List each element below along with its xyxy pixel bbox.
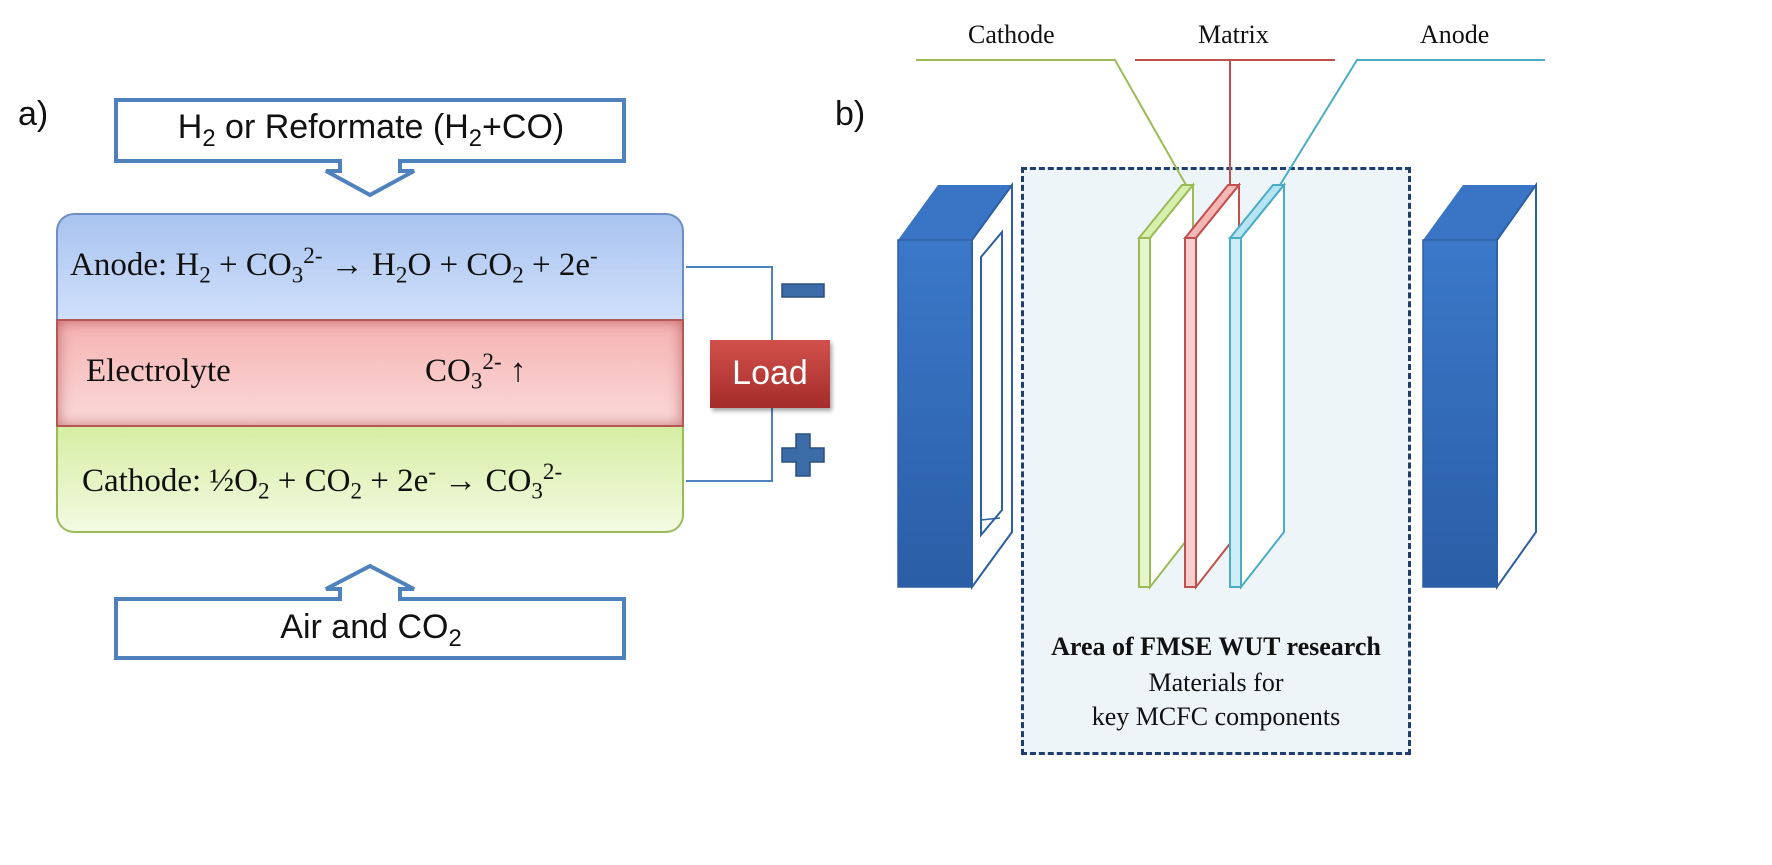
- equation-segment: ↑: [501, 353, 527, 389]
- equation-segment: + CO: [269, 463, 351, 499]
- equation-segment: → H: [322, 247, 396, 283]
- equation-segment: 3: [531, 477, 543, 504]
- anode-layer: [56, 213, 684, 319]
- equation-segment: 2-: [482, 348, 502, 374]
- right-end-plate: [1422, 181, 1537, 591]
- equation-segment: 2: [395, 261, 408, 288]
- fuel-input-arrow: [114, 98, 626, 198]
- equation-segment: → CO: [436, 463, 532, 499]
- cathode-callout-line: [916, 59, 1187, 186]
- equation-segment: + 2e: [523, 247, 591, 283]
- left-end-plate: [897, 181, 1013, 591]
- carbonate-ion-flow: CO32- ↑: [425, 349, 527, 392]
- equation-segment: H: [175, 247, 200, 283]
- plus-icon: [781, 433, 825, 477]
- equation-segment: 3: [470, 367, 483, 394]
- equation-segment: 3: [291, 261, 304, 288]
- anode-callout-line: [1279, 59, 1545, 186]
- equation-segment: 2: [258, 477, 270, 504]
- oxidant-input-arrow: [114, 563, 626, 660]
- load-label: Load: [732, 354, 808, 392]
- equation-segment: 2: [350, 477, 363, 504]
- oxidant-input-label: Air and CO2: [280, 608, 462, 652]
- cathode-layer: [56, 427, 684, 533]
- electrolyte-label: Electrolyte: [86, 353, 231, 389]
- equation-segment: -: [590, 242, 598, 268]
- equation-segment: 2: [512, 261, 524, 288]
- minus-icon: [781, 283, 825, 298]
- equation-segment: CO: [425, 353, 471, 389]
- panel-b-label: b): [835, 95, 866, 133]
- research-area-line3: key MCFC components: [1091, 702, 1341, 731]
- equation-segment: + CO: [210, 247, 292, 283]
- equation-segment: + 2e: [362, 463, 429, 499]
- equation-segment: O + CO: [407, 247, 513, 283]
- equation-segment: 2-: [542, 458, 563, 484]
- equation-segment: 2-: [303, 242, 323, 268]
- fuel-input-label: H2 or Reformate (H2+CO): [177, 108, 565, 152]
- external-circuit: [686, 266, 773, 482]
- equation-segment: ½O: [209, 463, 258, 499]
- research-area-line2: Materials for: [1148, 668, 1284, 697]
- panel-a-label: a): [18, 95, 49, 133]
- cathode-reaction: Cathode: ½O2 + CO2 + 2e- → CO32-: [82, 458, 563, 504]
- electrolyte-layer: [56, 319, 684, 427]
- anode-callout-label: Anode: [1420, 20, 1490, 49]
- cathode-callout-label: Cathode: [968, 20, 1055, 49]
- equation-segment: 2: [199, 261, 211, 288]
- anode-reaction: Anode: H2 + CO32- → H2O + CO2 + 2e-: [70, 242, 598, 288]
- load-box: [710, 340, 830, 408]
- anode-plate: [1227, 182, 1287, 590]
- matrix-callout-label: Matrix: [1198, 20, 1269, 49]
- research-area-title: Area of FMSE WUT research: [1051, 632, 1381, 661]
- cathode-plate: [1136, 182, 1196, 590]
- mcfc-stack-drawing: [897, 59, 1545, 591]
- equation-segment: -: [428, 458, 437, 484]
